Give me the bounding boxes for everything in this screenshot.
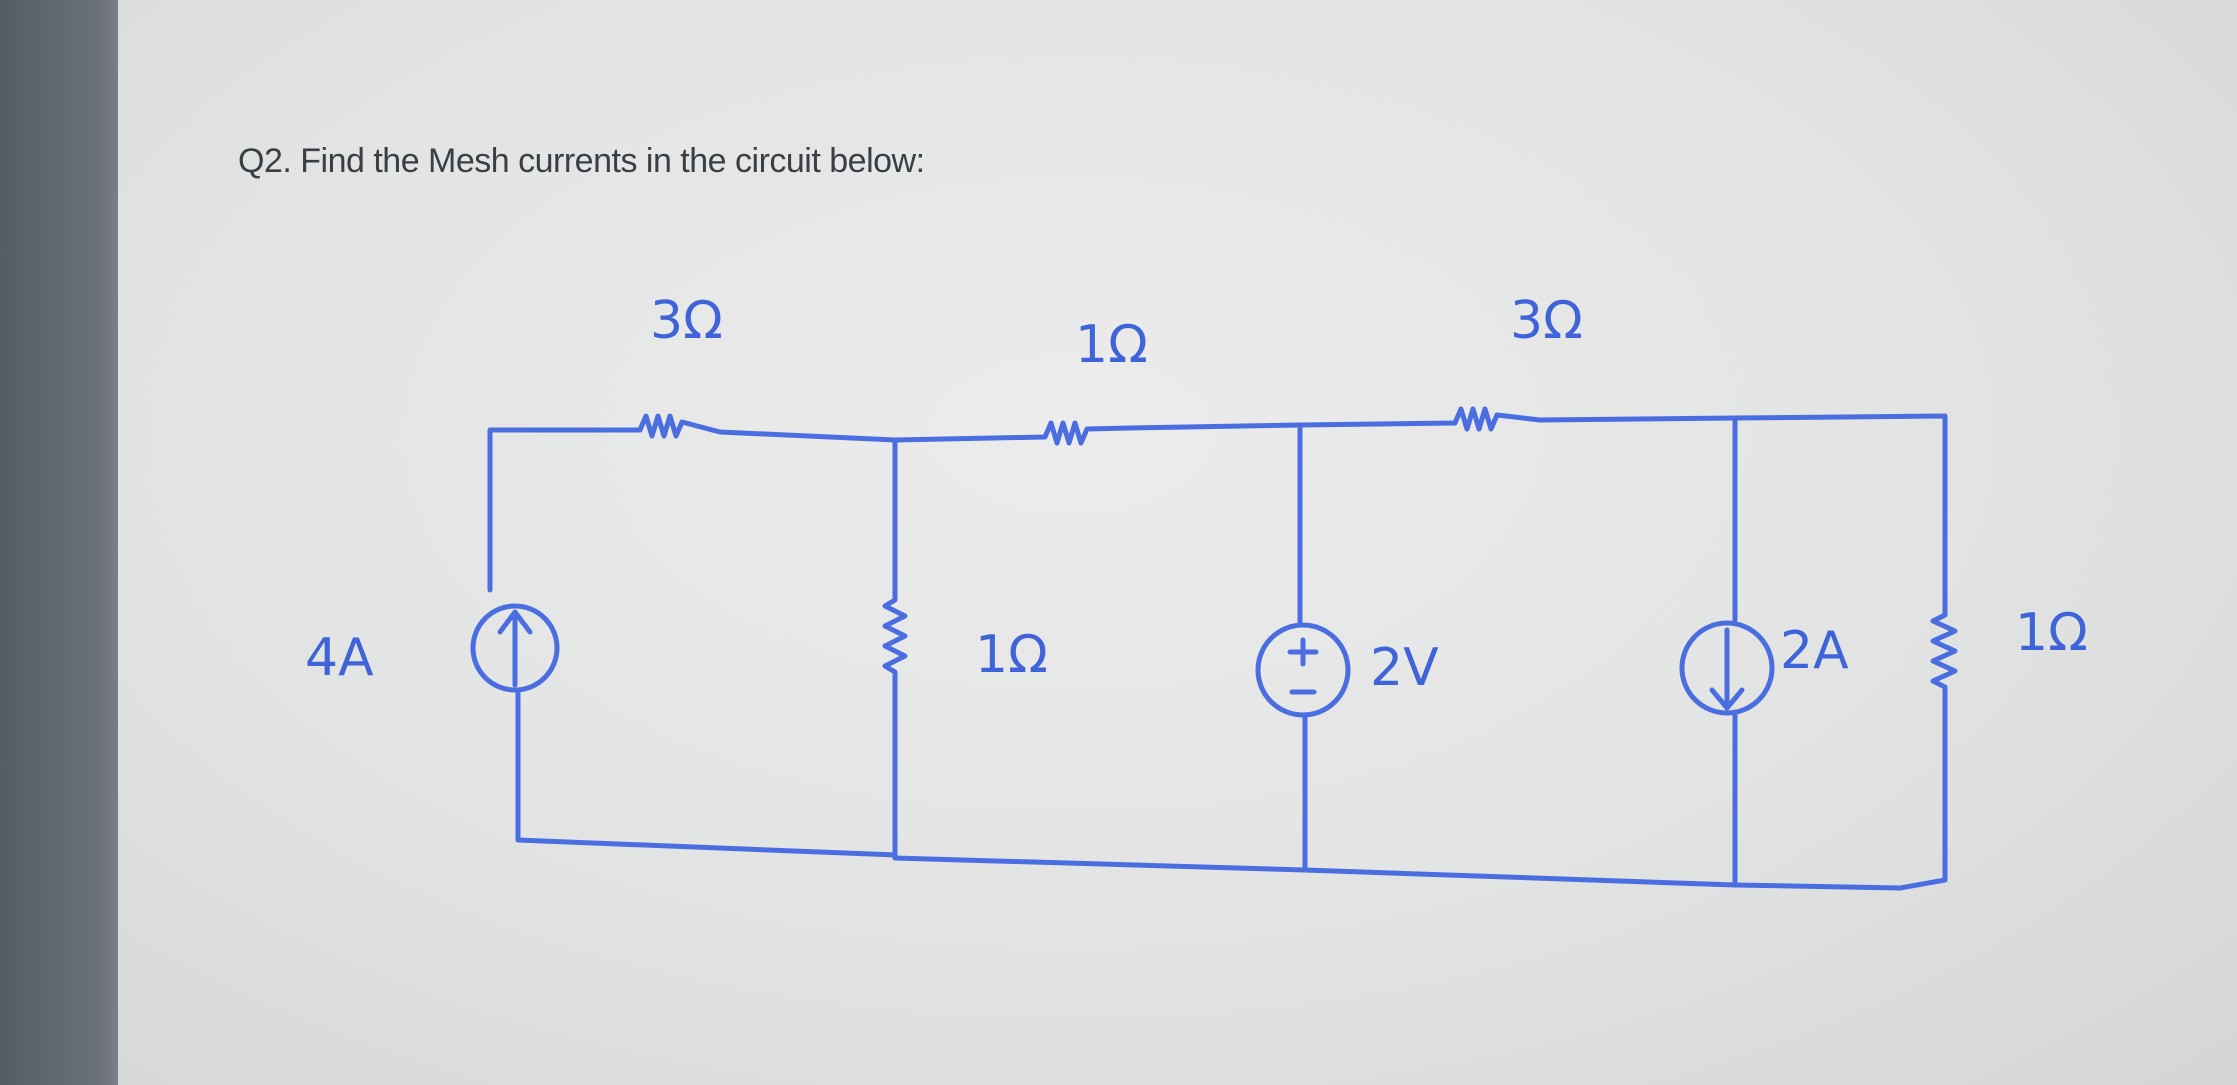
resistor-1ohm-top	[892, 420, 1303, 446]
label-r-mid-vertical: 1Ω	[975, 625, 1048, 685]
question-text: Q2. Find the Mesh currents in the circui…	[238, 142, 925, 180]
label-r-top-right: 3Ω	[1510, 291, 1583, 351]
label-r-top-mid: 1Ω	[1075, 315, 1148, 375]
label-src-voltage: 2V	[1370, 638, 1439, 698]
resistor-3ohm-right	[1297, 406, 1948, 523]
label-r-right-vertical: 1Ω	[2015, 603, 2088, 663]
label-src-current: 2A	[1780, 621, 1849, 681]
current-source-4a	[470, 603, 560, 693]
current-source-2a	[1679, 620, 1775, 716]
mid-branch	[882, 437, 908, 861]
monitor-bezel	[0, 0, 140, 1085]
current-branch	[1679, 415, 1775, 888]
label-src-left: 4A	[305, 628, 374, 688]
resistor-3ohm-left	[637, 413, 898, 443]
label-r-top-left: 3Ω	[650, 291, 723, 351]
left-branch	[470, 432, 898, 858]
voltage-branch	[1255, 422, 1351, 873]
top-wire	[487, 406, 1948, 523]
screen	[118, 0, 2237, 1085]
right-branch	[892, 517, 1958, 891]
